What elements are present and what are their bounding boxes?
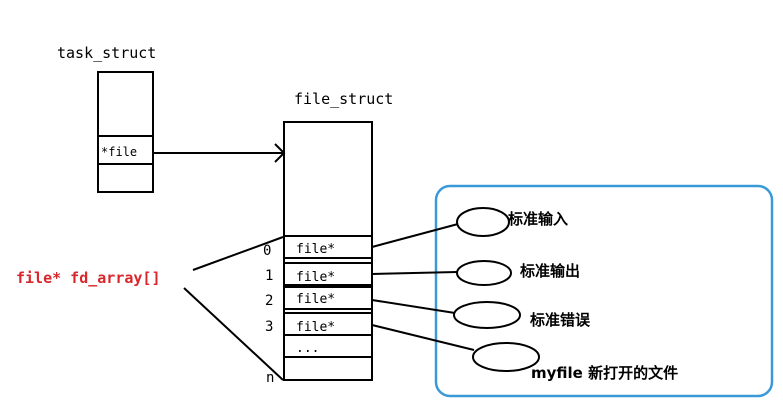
- fd-slot: 3 file*: [265, 312, 373, 336]
- fd-array-bracket-bottom: [183, 287, 284, 381]
- open-files-container: [434, 184, 774, 398]
- fd-slot: 2 file*: [265, 286, 373, 310]
- fd-slot: n: [266, 356, 373, 386]
- fd-slot: 1 file*: [265, 262, 373, 286]
- file-node: 标准输入: [456, 207, 568, 237]
- file-struct-title: file_struct: [294, 90, 393, 108]
- fd-slot-label: ...: [296, 341, 319, 356]
- fd-index: 1: [265, 268, 273, 284]
- fd-slot-box: [283, 356, 373, 381]
- fd-array-bracket-top: [192, 236, 284, 271]
- connector-line: [371, 324, 475, 351]
- fd-slot-label: file*: [296, 292, 335, 307]
- fd-slot: 0 file*: [263, 235, 373, 259]
- file-label: myfile 新打开的文件: [531, 364, 678, 382]
- fd-index: 3: [265, 319, 273, 335]
- file-node: 标准错误: [453, 301, 591, 329]
- fd-array-label: file* fd_array[]: [16, 269, 161, 287]
- fd-index: n: [266, 370, 274, 386]
- fd-index: 0: [263, 243, 271, 259]
- fd-slot-box: [283, 286, 373, 310]
- task-struct-box: [97, 71, 154, 193]
- fd-slot: ...: [283, 334, 373, 358]
- file-ellipse: [472, 342, 540, 372]
- file-ellipse: [453, 301, 521, 329]
- file-node: myfile 新打开的文件: [472, 342, 678, 382]
- fd-slot-label: file*: [296, 242, 335, 257]
- fd-slot-label: file*: [296, 320, 335, 335]
- file-label: 标准错误: [529, 311, 591, 329]
- connector-line: [371, 271, 458, 275]
- file-label: 标准输入: [507, 210, 568, 228]
- file-pointer-field: *file: [101, 145, 137, 159]
- connector-line: [371, 223, 459, 248]
- task-struct-title: task_struct: [57, 44, 156, 62]
- file-label: 标准输出: [519, 262, 580, 280]
- file-ellipse: [456, 207, 510, 237]
- file-node: 标准输出: [456, 260, 580, 286]
- fd-array: 0 file* 1 file* 2 file* 3 file* ... n: [263, 235, 373, 386]
- file-ellipse: [456, 260, 512, 286]
- connector-line: [371, 299, 456, 314]
- fd-slot-label: file*: [296, 270, 335, 285]
- fd-index: 2: [265, 293, 273, 309]
